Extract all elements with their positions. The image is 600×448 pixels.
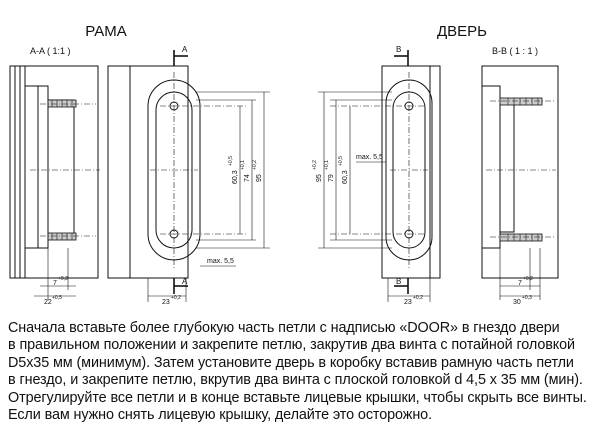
door-dim-max: max. 5,5 <box>356 154 383 161</box>
door-dim-7-tol: +0,2 <box>523 276 533 282</box>
door-dim-23-tol: +0,2 <box>413 295 423 301</box>
door-dim-79-tol: +0,1 <box>324 160 330 170</box>
frame-screw-top <box>47 99 77 108</box>
installation-drawing: РАМА ДВЕРЬ A-A ( 1:1 ) B-B ( 1 : 1 ) <box>9 23 559 306</box>
installation-instructions: Сначала вставьте более глубокую часть пе… <box>8 320 598 424</box>
door-dim-79: 79 <box>328 174 335 182</box>
frame-dim-60: 60,3 <box>232 170 239 184</box>
door-dim-60: 60,3 <box>342 170 349 184</box>
frame-dim-7-tol: +0,2 <box>58 276 68 282</box>
door-dim-7: 7 <box>518 280 522 287</box>
frame-section-view: 7 +0,2 22 +0,5 <box>9 65 100 306</box>
door-dim-95: 95 <box>316 174 323 182</box>
frame-dim-7: 7 <box>53 280 57 287</box>
door-front-view: B B 95 +0,2 79 +0,1 60,3 +0,5 max. 5,5 2… <box>312 45 441 306</box>
door-dim-60-tol: +0,5 <box>338 156 344 166</box>
frame-section-label: A-A ( 1:1 ) <box>30 46 71 56</box>
instruction-line: Отрегулируйте все петли и в конце вставь… <box>8 389 587 406</box>
frame-dim-74: 74 <box>244 174 251 182</box>
door-screw-bottom <box>499 233 543 242</box>
instruction-line: Если вам нужно снять лицевую крышку, дел… <box>8 407 432 424</box>
door-section-label: B-B ( 1 : 1 ) <box>492 46 538 56</box>
frame-dim-60-tol: +0,5 <box>228 156 234 166</box>
frame-screw-bottom <box>47 232 77 241</box>
door-section-view: 7 +0,2 30 +0,3 <box>481 65 559 306</box>
frame-dim-22-tol: +0,5 <box>52 295 62 301</box>
frame-dim-22: 22 <box>44 299 52 306</box>
frame-front-view: A A 60,3 +0,5 74 +0,1 95 +0,2 max. 5,5 2… <box>107 45 270 306</box>
frame-heading: РАМА <box>85 23 127 40</box>
door-dim-30-tol: +0,3 <box>522 295 532 301</box>
instruction-line: в правильном положении и закрепите петлю… <box>8 337 575 354</box>
frame-dim-23: 23 <box>162 299 170 306</box>
door-dim-23: 23 <box>404 299 412 306</box>
door-heading: ДВЕРЬ <box>437 23 487 40</box>
frame-dim-95: 95 <box>256 174 263 182</box>
door-screw-top <box>499 97 543 106</box>
cut-label-b-top: B <box>396 45 401 54</box>
cut-label-a-bottom: A <box>182 277 188 286</box>
cut-label-a-top: A <box>182 45 188 54</box>
frame-dim-23-tol: +0,2 <box>171 295 181 301</box>
instruction-line: Сначала вставьте более глубокую часть пе… <box>8 320 560 336</box>
frame-dim-74-tol: +0,1 <box>240 160 246 170</box>
door-dim-30: 30 <box>513 299 521 306</box>
frame-dim-95-tol: +0,2 <box>252 160 258 170</box>
instruction-line: в гнездо, и закрепите петлю, вкрутив два… <box>8 372 583 389</box>
cut-label-b-bottom: B <box>396 277 401 286</box>
frame-dim-max: max. 5,5 <box>207 258 234 265</box>
door-dim-95-tol: +0,2 <box>312 160 318 170</box>
instruction-line: D5x35 мм (минимум). Затем установите две… <box>8 354 574 371</box>
